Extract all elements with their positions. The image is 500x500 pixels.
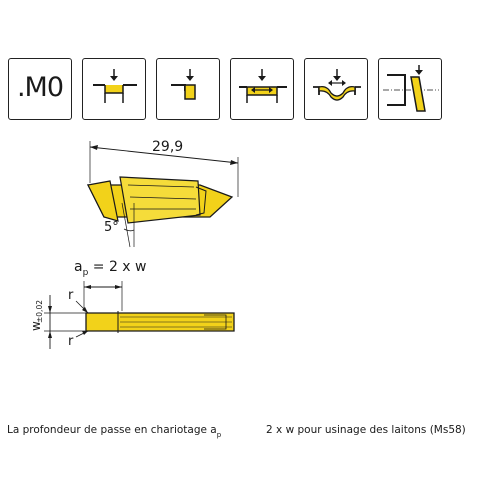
profile-turning-icon [304, 58, 368, 120]
parting-off-icon [378, 58, 442, 120]
grade-label: .M0 [16, 72, 64, 103]
radius-top-arrow [82, 307, 88, 313]
blade-end-detail [204, 314, 227, 330]
insert-body [119, 176, 201, 224]
insert-groove-lines [127, 184, 197, 210]
radius-top-label: r [68, 288, 74, 303]
blade-groove-lines [120, 316, 232, 328]
length-dimension-line [89, 146, 239, 164]
length-label: 29,9 [152, 139, 183, 155]
insert-right-edge [195, 186, 207, 216]
length-arrow-left [90, 145, 98, 150]
width-symbol: w [29, 321, 43, 331]
width-tolerance: ±0,02 [35, 300, 44, 323]
caption-brass: 2 x w pour usinage des laitons (Ms58) [266, 424, 466, 436]
angle-reference-inclined [121, 202, 131, 248]
insert-technical-drawing: 29,9 5° ap = 2 x w w ±0,02 r r [29, 139, 239, 349]
insert-left-face [87, 180, 119, 222]
depth-formula: ap = 2 x w [74, 259, 147, 278]
width-arrows [48, 306, 52, 338]
radius-bottom-label: r [68, 334, 74, 349]
grade-m0-box: .M0 [8, 58, 72, 120]
length-arrow-right [230, 160, 238, 165]
longitudinal-turning-icon [230, 58, 294, 120]
plunge-grooving-icon [82, 58, 146, 120]
caption-depth: La profondeur de passe en chariotage ap [7, 424, 222, 439]
angle-label: 5° [104, 220, 119, 235]
radius-bottom-arrow [82, 331, 88, 335]
angle-arc [123, 228, 135, 232]
face-grooving-icon [156, 58, 220, 120]
